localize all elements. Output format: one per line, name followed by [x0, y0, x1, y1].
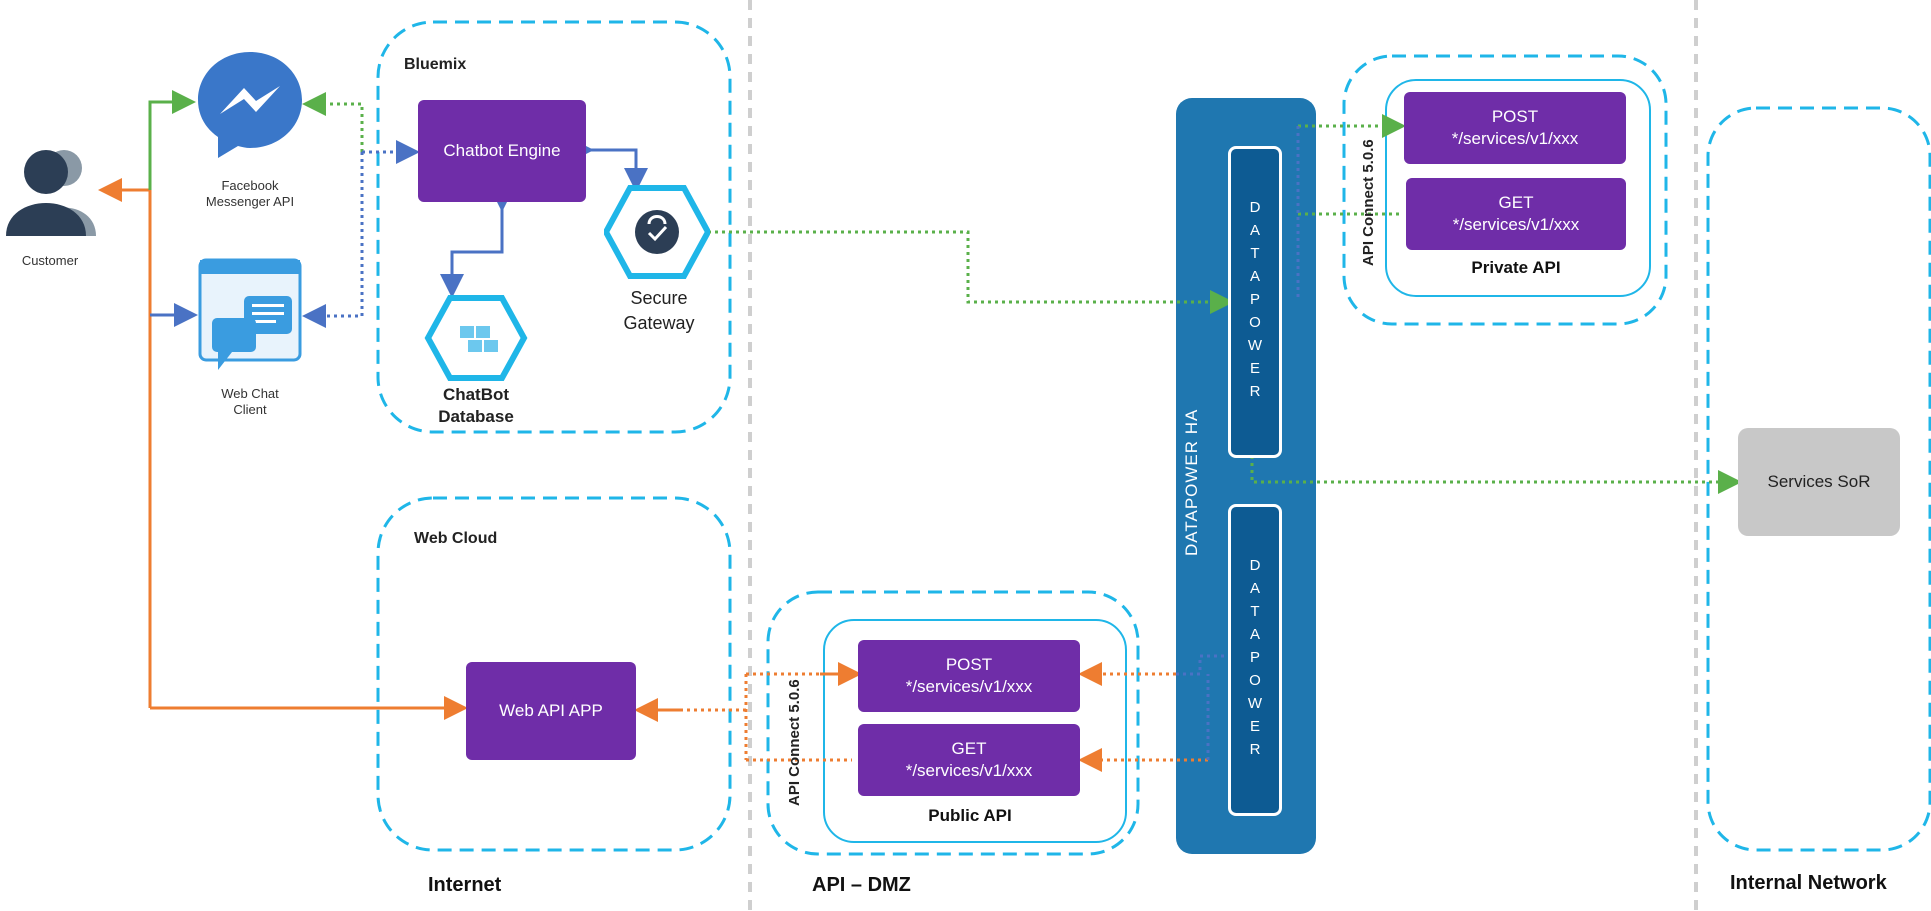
datapower-node-top: DATAPOWER [1228, 146, 1282, 458]
public-post-endpoint-box: POST */services/v1/xxx [858, 640, 1080, 712]
services-sor-label: Services SoR [1767, 472, 1871, 491]
datapower-node-top-label: DATAPOWER [1246, 198, 1264, 406]
public-post-path: */services/v1/xxx [905, 677, 1033, 696]
private-get-method: GET [1498, 193, 1534, 212]
customer-icon [6, 150, 96, 236]
public-api-title: Public API [928, 806, 1012, 825]
private-api-title: Private API [1471, 258, 1561, 277]
private-get-path: */services/v1/xxx [1452, 215, 1580, 234]
secure-gateway-label-line1: Secure [630, 288, 688, 308]
internal-network-zone-label: Internal Network [1730, 872, 1887, 894]
public-post-method: POST [945, 655, 993, 674]
web-cloud-group-label: Web Cloud [414, 530, 498, 547]
web-chat-icon [198, 258, 302, 370]
facebook-label-line1: Facebook [221, 178, 279, 193]
api-dmz-zone-label: API – DMZ [812, 874, 911, 896]
private-post-path: */services/v1/xxx [1451, 129, 1579, 148]
facebook-messenger-icon [198, 52, 302, 158]
datapower-to-services-sor-dotted [1250, 456, 1742, 494]
datapower-bottom-link-dotted [1176, 654, 1228, 760]
chatbot-database-label: ChatBot Database [416, 384, 536, 428]
private-api-inner-box [1385, 79, 1651, 297]
public-api-connect-label: API Connect 5.0.6 [786, 679, 803, 806]
web-chat-label-line1: Web Chat [221, 386, 279, 401]
web-cloud-group-outline [376, 496, 732, 852]
engine-to-webchat-dotted [302, 152, 364, 328]
chatbot-engine-label: Chatbot Engine [443, 141, 561, 160]
datapower-ha-label: DATAPOWER HA [1182, 408, 1201, 556]
gateway-to-datapower-dotted [708, 230, 1234, 314]
public-get-method: GET [951, 739, 987, 758]
chatbot-database-icon [424, 295, 528, 381]
engine-to-facebook-dotted [302, 92, 364, 152]
private-api-group-outline [1342, 54, 1668, 326]
bluemix-group-outline [376, 20, 732, 434]
web-api-app-label: Web API APP [499, 701, 603, 720]
customer-to-webapi-connector [104, 190, 152, 708]
web-chat-label-line2: Client [233, 402, 267, 417]
datapower-node-bottom-label: DATAPOWER [1246, 556, 1264, 764]
public-api-group-outline [766, 590, 1140, 856]
web-chat-label: Web Chat Client [180, 386, 320, 418]
internet-zone-label: Internet [428, 874, 502, 896]
web-api-app-box: Web API APP [466, 662, 636, 760]
private-get-endpoint-box: GET */services/v1/xxx [1406, 178, 1626, 250]
services-sor-box: Services SoR [1738, 428, 1900, 536]
datapower-node-bottom: DATAPOWER [1228, 504, 1282, 816]
facebook-label-line2: Messenger API [205, 194, 295, 209]
private-post-method: POST [1491, 107, 1539, 126]
webapi-to-public-api-dotted [642, 672, 852, 762]
chatbot-database-label-line1: ChatBot [442, 385, 510, 404]
engine-gateway-connector [570, 138, 648, 192]
public-get-path: */services/v1/xxx [905, 761, 1033, 780]
public-api-inner-box [823, 619, 1127, 843]
secure-gateway-icon [604, 185, 710, 279]
bluemix-group-label: Bluemix [404, 56, 467, 73]
engine-db-connector [440, 188, 514, 298]
customer-to-facebook-connector [148, 90, 196, 190]
customer-label: Customer [21, 253, 79, 268]
secure-gateway-label: Secure Gateway [604, 286, 714, 336]
chatbot-database-label-line2: Database [438, 407, 514, 426]
secure-gateway-label-line2: Gateway [623, 313, 695, 333]
chatbot-engine-box: Chatbot Engine [418, 100, 586, 202]
facebook-label: Facebook Messenger API [180, 178, 320, 210]
public-get-endpoint-box: GET */services/v1/xxx [858, 724, 1080, 796]
private-api-connect-label: API Connect 5.0.6 [1360, 139, 1377, 266]
private-post-endpoint-box: POST */services/v1/xxx [1404, 92, 1626, 164]
